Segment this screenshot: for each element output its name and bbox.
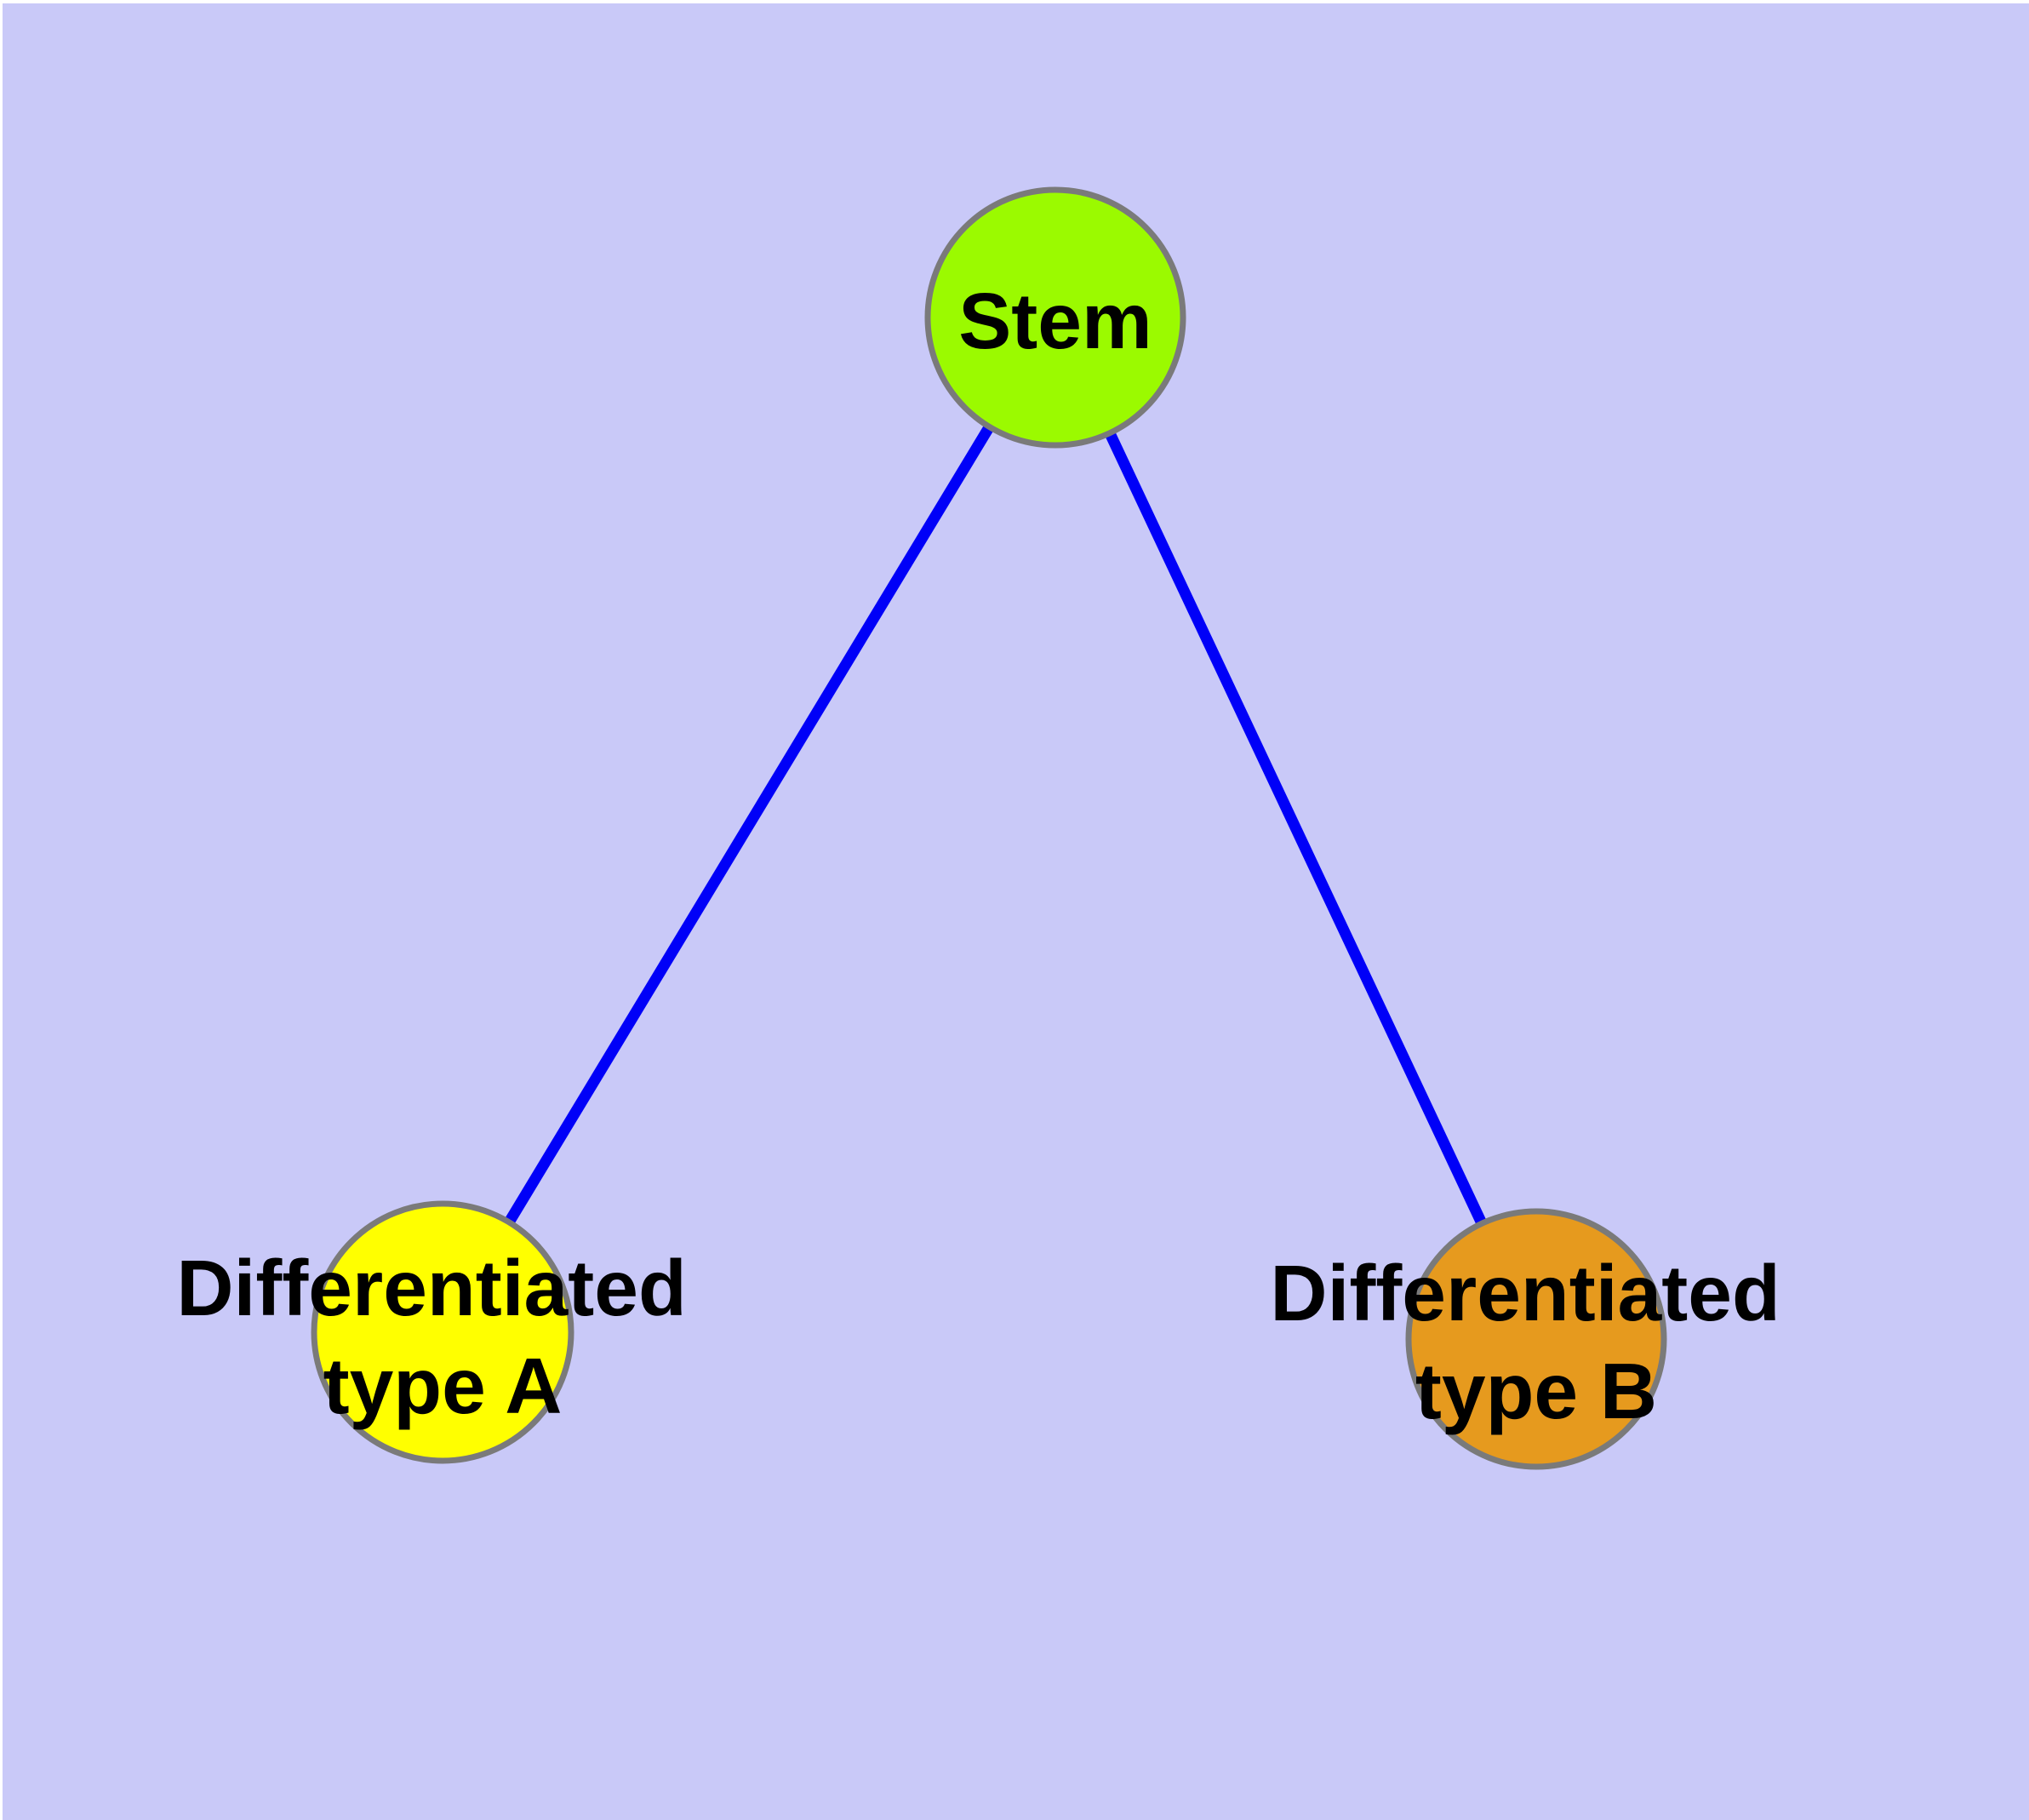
node-type-a-label-line2: type A — [323, 1342, 563, 1430]
node-type-a-label-line1: Differentiated — [176, 1244, 686, 1332]
node-type-b-label-line1: Differentiated — [1270, 1249, 1780, 1337]
node-type-b-circle — [1405, 1208, 1667, 1470]
node-stem-label: Stem — [958, 277, 1152, 365]
node-type-a-circle — [311, 1200, 574, 1464]
node-type-a-label: Differentiated type A — [176, 1244, 708, 1430]
edge-stem-to-type-b — [1050, 315, 1541, 1342]
node-type-b-label-line2: type B — [1415, 1347, 1657, 1435]
node-stem-circle — [924, 186, 1186, 449]
edge-stem-to-type-a — [437, 314, 1060, 1336]
node-type-b-label: Differentiated type B — [1270, 1249, 1802, 1435]
